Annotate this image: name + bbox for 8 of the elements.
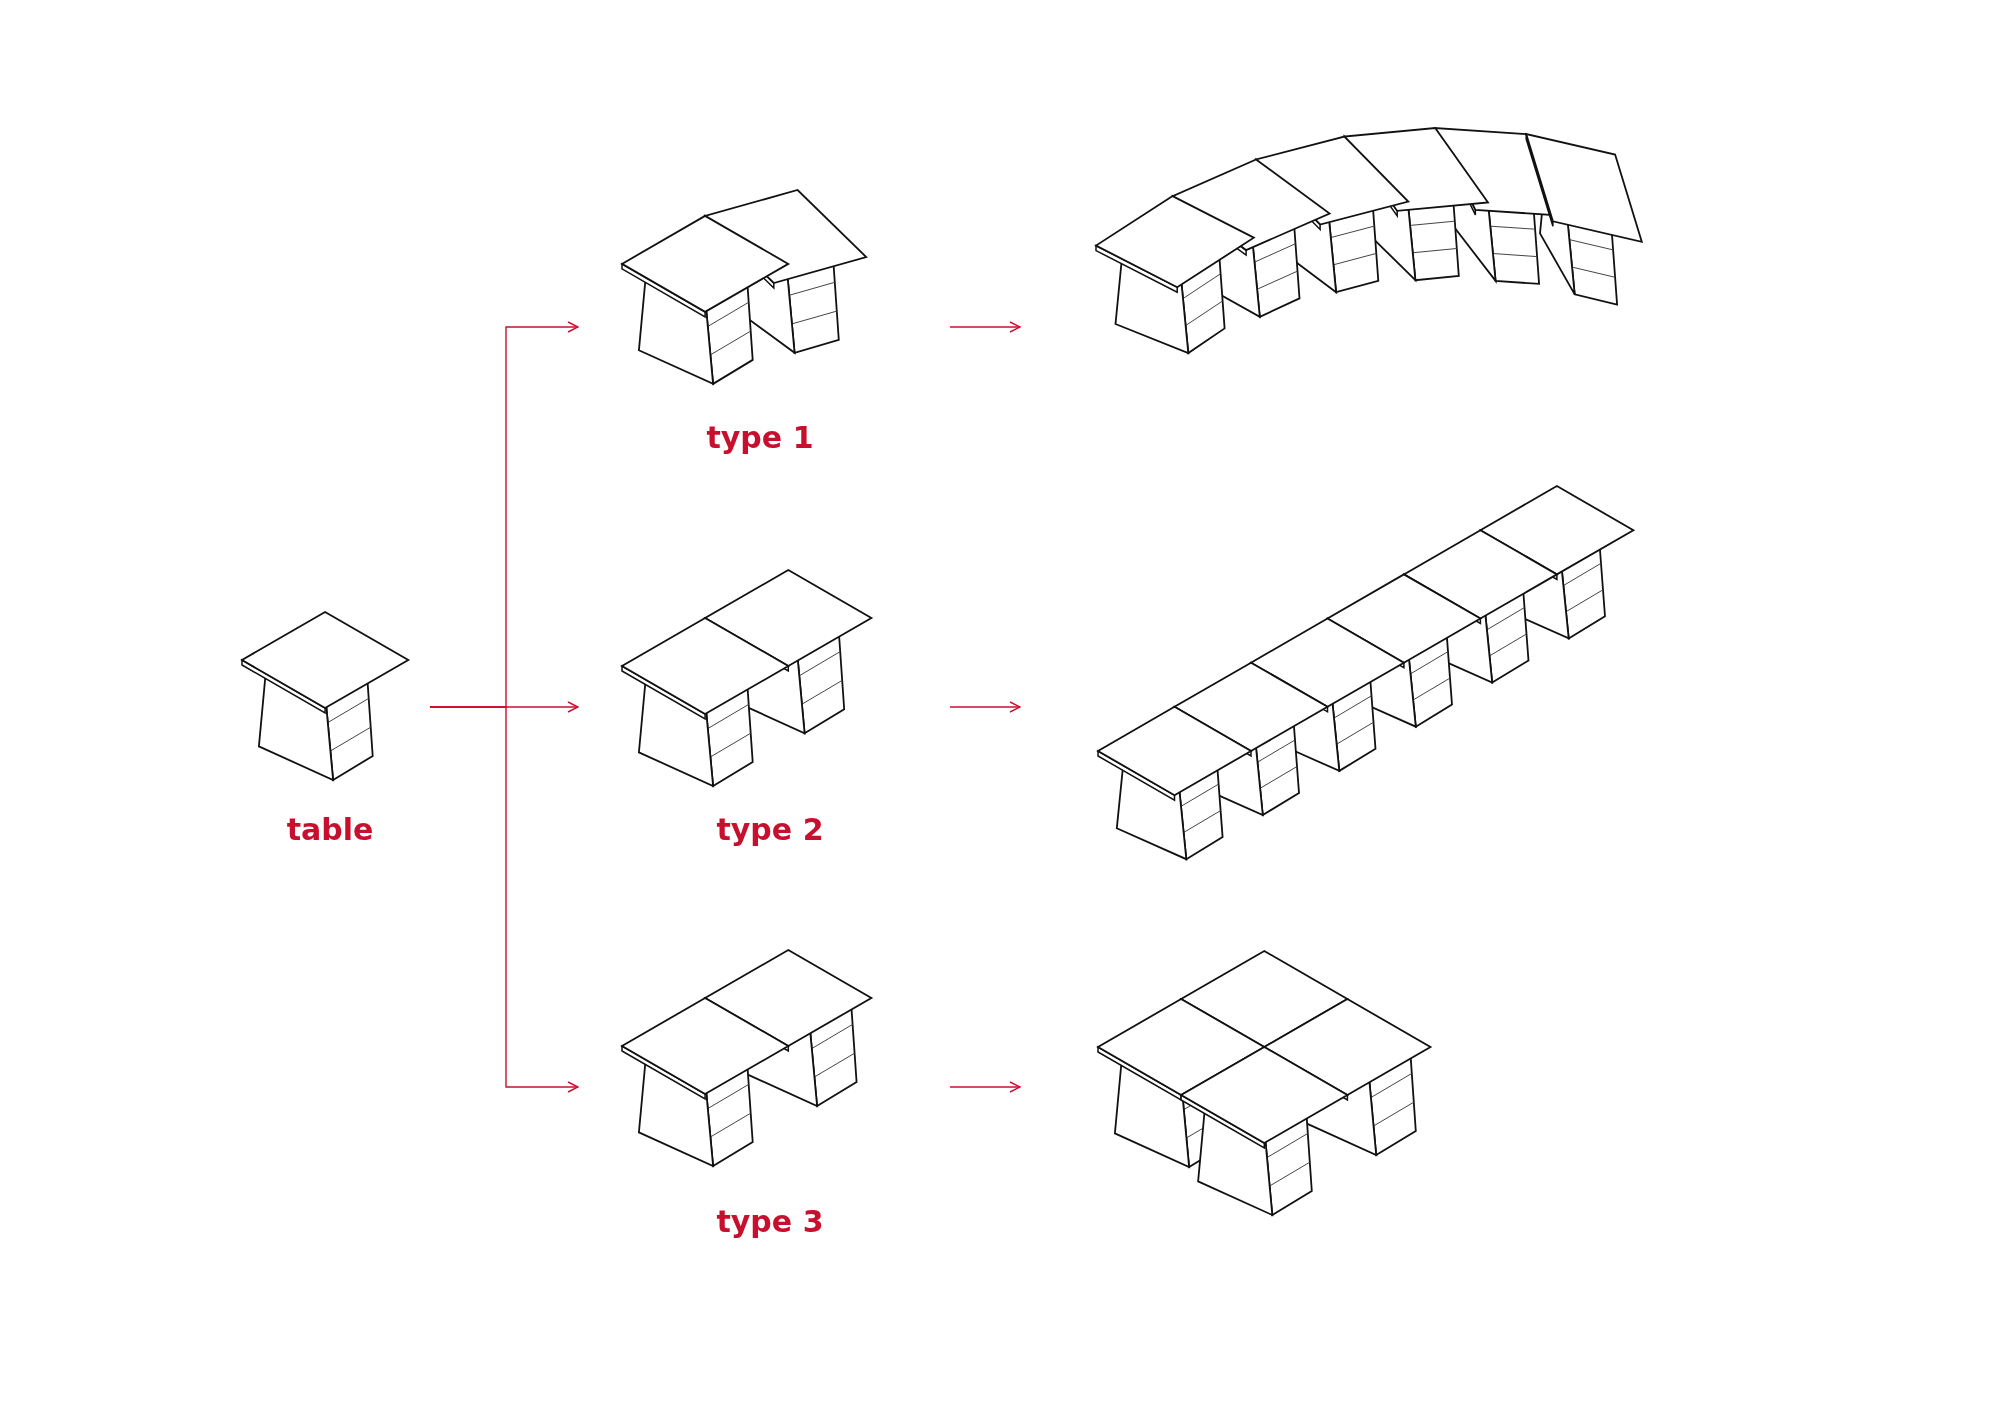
node-label: type 3 bbox=[715, 1204, 825, 1239]
node-label: type 1 bbox=[705, 420, 815, 455]
arrow bbox=[949, 701, 1021, 713]
node-label: table bbox=[285, 812, 375, 847]
arrow bbox=[429, 706, 579, 1093]
arrow bbox=[949, 321, 1021, 333]
node-label: type 2 bbox=[715, 812, 825, 847]
arrow bbox=[949, 1081, 1021, 1093]
